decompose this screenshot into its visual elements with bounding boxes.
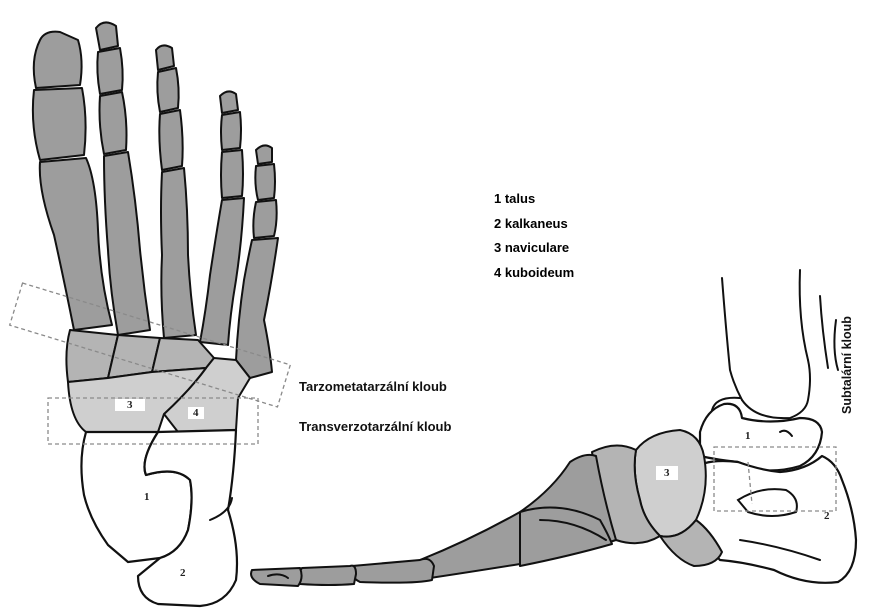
toe-3-phalanges <box>156 45 183 170</box>
number-navicular-lateral: 3 <box>656 466 678 480</box>
bone-legend: 1 talus 2 kalkaneus 3 naviculare 4 kuboi… <box>494 187 574 285</box>
legend-item-naviculare: 3 naviculare <box>494 236 574 261</box>
number-calcaneus-dorsal: 2 <box>180 567 186 579</box>
legend-item-talus: 1 talus <box>494 187 574 212</box>
metatarsal-2 <box>104 152 150 335</box>
lateral-metatarsals <box>420 455 616 578</box>
number-talus-lateral: 1 <box>745 430 751 442</box>
legend-item-kalkaneus: 2 kalkaneus <box>494 212 574 237</box>
toe-5-phalanges <box>253 145 276 238</box>
metatarsal-5 <box>236 238 278 378</box>
lateral-calcaneus-bone <box>690 456 856 583</box>
toe-2-phalanges <box>96 22 127 154</box>
number-talus-dorsal: 1 <box>144 491 150 503</box>
number-navicular-dorsal: 3 <box>115 399 145 411</box>
metatarsal-1 <box>40 158 112 330</box>
number-calcaneus-lateral: 2 <box>824 510 830 522</box>
lateral-phalanges <box>251 559 434 586</box>
toe-4-phalanges <box>220 91 243 198</box>
label-tarzometatarzalni-kloub: Tarzometatarzální kloub <box>299 379 447 394</box>
dorsal-foot-view <box>10 22 291 606</box>
metatarsal-4 <box>200 198 244 345</box>
number-cuboid-dorsal: 4 <box>188 407 204 419</box>
label-subtalarni-kloub: Subtalární kloub <box>840 316 854 414</box>
legend-item-kuboideum: 4 kuboideum <box>494 261 574 286</box>
metatarsal-3 <box>161 168 196 338</box>
tibia-fibula <box>722 270 838 400</box>
label-transverzotarzalni-kloub: Transverzotarzální kloub <box>299 419 451 434</box>
hallux-phalanges <box>33 32 86 160</box>
